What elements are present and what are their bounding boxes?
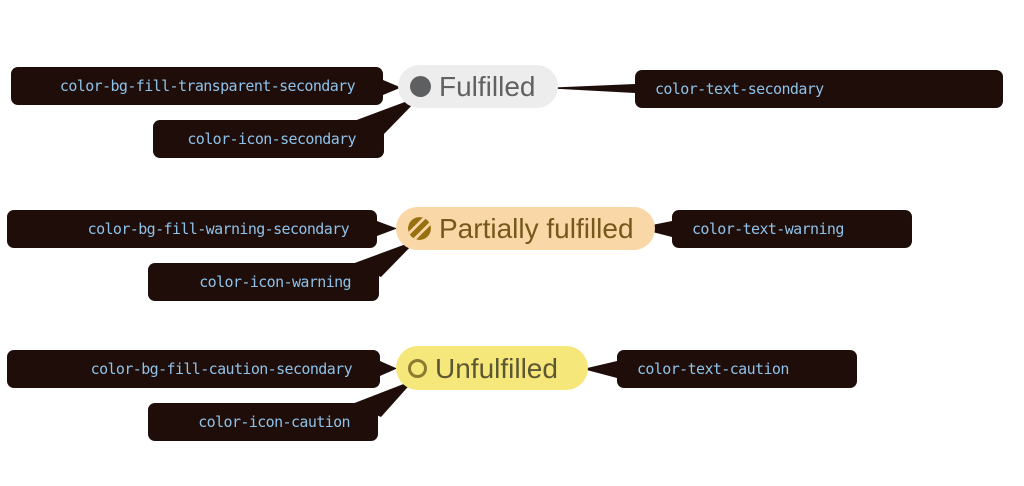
connector-bg-partial [377,221,397,236]
badge-fulfilled: Fulfilled [398,65,558,108]
connector-bg-unfulfilled [380,361,397,376]
connector-text-unfulfilled [583,361,617,378]
badge-fulfilled-label: Fulfilled [439,71,536,102]
striped-circle-icon [408,217,431,240]
badge-unfulfilled-label: Unfulfilled [435,352,558,384]
badge-partially-fulfilled: Partially fulfilled [396,207,655,250]
badge-partially-fulfilled-label: Partially fulfilled [439,213,634,244]
badge-unfulfilled: Unfulfilled [396,346,588,390]
token-text: color-icon-secondary [187,130,356,148]
token-text: color-text-caution [637,360,789,378]
token-label-bg-fill-caution-secondary: color-bg-fill-caution-secondary [7,350,380,388]
token-label-icon-warning: color-icon-warning [148,263,379,301]
filled-circle-icon [410,76,431,97]
token-text: color-bg-fill-caution-secondary [90,360,353,378]
token-text: color-bg-fill-warning-secondary [87,220,350,238]
token-text: color-icon-warning [199,273,351,291]
token-label-text-caution: color-text-caution [617,350,857,388]
token-label-bg-fill-transparent-secondary: color-bg-fill-transparent-secondary [11,67,383,105]
token-label-text-secondary: color-text-secondary [635,70,1003,108]
token-label-text-warning: color-text-warning [672,210,912,248]
token-text: color-text-secondary [655,80,824,98]
token-text: color-icon-caution [198,413,350,431]
token-text: color-text-warning [692,220,844,238]
token-text: color-bg-fill-transparent-secondary [59,77,356,95]
token-label-icon-caution: color-icon-caution [148,403,378,441]
ring-circle-icon [408,358,427,378]
token-label-bg-fill-warning-secondary: color-bg-fill-warning-secondary [7,210,377,248]
token-label-icon-secondary: color-icon-secondary [153,120,384,158]
